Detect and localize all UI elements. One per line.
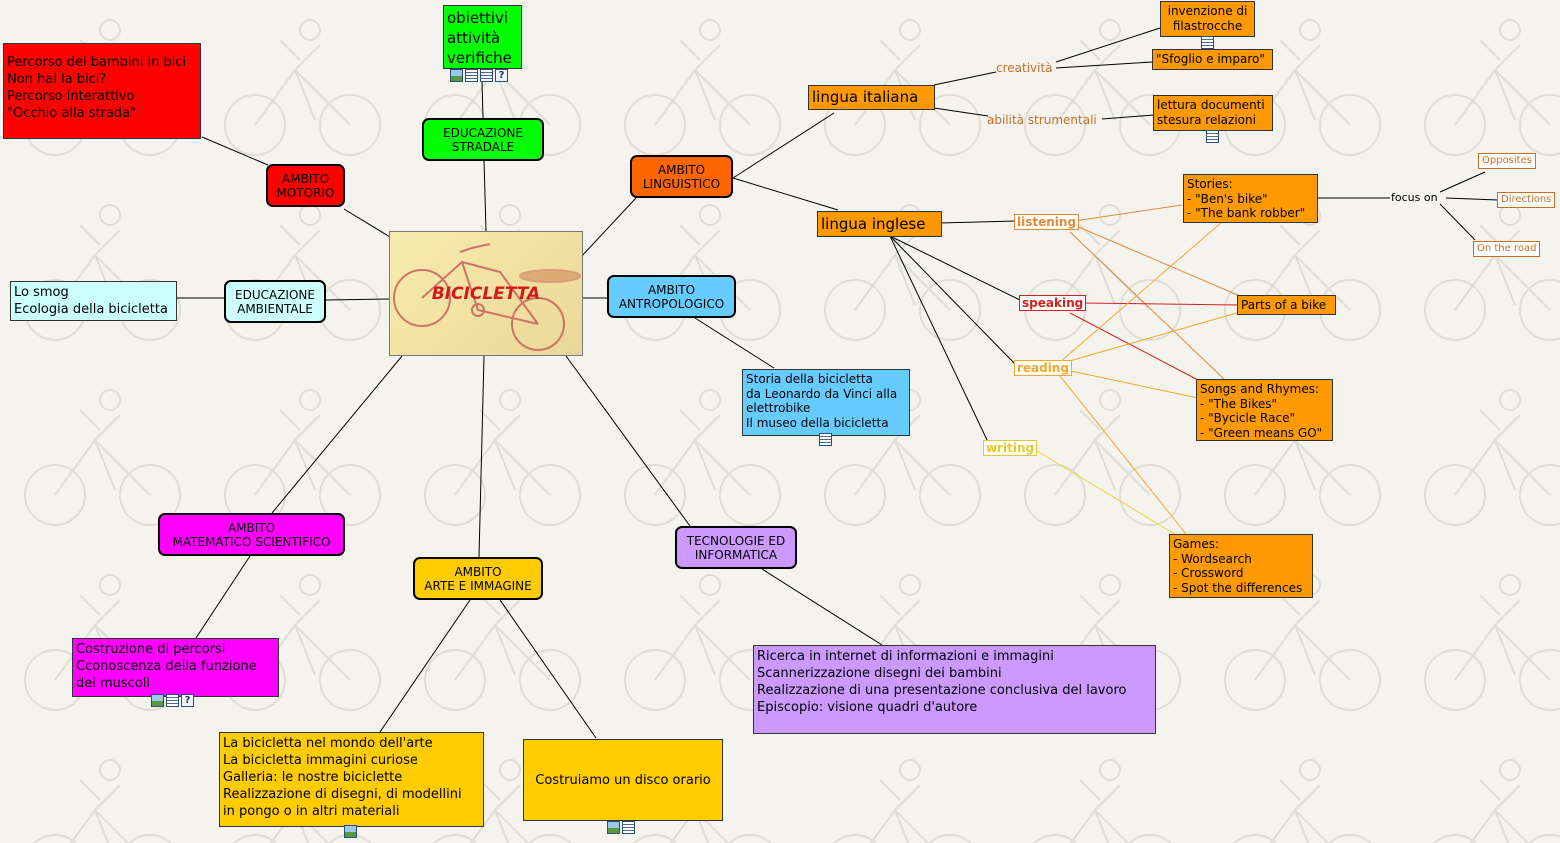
- label-abilita-strumentali[interactable]: abilità strumentali: [987, 113, 1097, 127]
- branch-ambito-antropologico[interactable]: AMBITO ANTROPOLOGICO: [607, 275, 736, 318]
- central-topic-bicicletta[interactable]: BICICLETTA: [389, 231, 583, 356]
- document-icon[interactable]: [819, 433, 832, 446]
- image-icon[interactable]: [151, 694, 164, 707]
- tag-writing[interactable]: writing: [983, 440, 1038, 456]
- tag-reading[interactable]: reading: [1014, 360, 1072, 376]
- lettura-attachments: [1206, 130, 1219, 143]
- tag-listening[interactable]: listening: [1014, 214, 1080, 230]
- label-focus-on[interactable]: focus on: [1391, 191, 1438, 204]
- node-parts-of-a-bike[interactable]: Parts of a bike: [1237, 295, 1336, 315]
- branch-ambito-arte-immagine[interactable]: AMBITO ARTE E IMMAGINE: [413, 557, 543, 600]
- branch-ambito-matematico-scientifico[interactable]: AMBITO MATEMATICO SCIENTIFICO: [158, 513, 345, 556]
- node-lingua-inglese[interactable]: lingua inglese: [817, 211, 942, 237]
- node-invenzione-filastrocche[interactable]: invenzione di filastrocche: [1160, 1, 1255, 37]
- branch-ambito-linguistico[interactable]: AMBITO LINGUISTICO: [630, 155, 733, 198]
- document-icon[interactable]: [622, 821, 635, 834]
- document-icon[interactable]: [465, 69, 478, 82]
- document-icon[interactable]: [480, 69, 493, 82]
- bicycle-drawing-icon: [393, 243, 581, 351]
- branch-tecnologie-informatica[interactable]: TECNOLOGIE ED INFORMATICA: [675, 526, 797, 569]
- document-icon[interactable]: [1201, 36, 1214, 49]
- image-icon[interactable]: [344, 825, 357, 838]
- tag-on-the-road[interactable]: On the road: [1473, 241, 1541, 257]
- invenzione-attachments: [1201, 36, 1214, 49]
- central-topic-title: BICICLETTA: [431, 284, 541, 304]
- note-tecnologie[interactable]: Ricerca in internet di informazioni e im…: [753, 645, 1156, 734]
- image-icon[interactable]: [607, 821, 620, 834]
- stradale-attachments: ?: [450, 69, 508, 82]
- arte-2-attachments: [607, 821, 635, 834]
- node-stories[interactable]: Stories: - "Ben's bike" - "The bank robb…: [1183, 174, 1318, 223]
- help-icon[interactable]: ?: [181, 694, 194, 707]
- arte-1-attachments: [344, 825, 357, 838]
- note-ambientale[interactable]: Lo smog Ecologia della bicicletta: [10, 281, 177, 321]
- note-antropologico[interactable]: Storia della bicicletta da Leonardo da V…: [742, 369, 910, 436]
- document-icon[interactable]: [166, 694, 179, 707]
- antropologico-attachments: [819, 433, 832, 446]
- node-songs-and-rhymes[interactable]: Songs and Rhymes: - "The Bikes" - "Bycic…: [1196, 379, 1333, 441]
- help-icon[interactable]: ?: [495, 69, 508, 82]
- branch-educazione-stradale[interactable]: EDUCAZIONE STRADALE: [422, 118, 544, 161]
- node-lettura-documenti[interactable]: lettura documenti stesura relazioni: [1153, 95, 1273, 131]
- note-matematico[interactable]: Costruzione di percorsi Cconoscenza dell…: [72, 638, 279, 697]
- matematico-attachments: ?: [151, 694, 194, 707]
- note-arte-1[interactable]: La bicicletta nel mondo dell'arte La bic…: [219, 732, 484, 827]
- note-arte-2[interactable]: Costruiamo un disco orario: [523, 739, 723, 821]
- label-creativita[interactable]: creatività: [996, 61, 1053, 75]
- node-games[interactable]: Games: - Wordsearch - Crossword - Spot t…: [1169, 534, 1313, 598]
- branch-educazione-ambientale[interactable]: EDUCAZIONE AMBIENTALE: [224, 280, 326, 323]
- image-icon[interactable]: [450, 69, 463, 82]
- branch-ambito-motorio[interactable]: AMBITO MOTORIO: [266, 164, 345, 207]
- tag-speaking[interactable]: speaking: [1019, 295, 1087, 311]
- tag-opposites[interactable]: Opposites: [1478, 153, 1536, 169]
- note-stradale[interactable]: obiettivi attività verifiche: [443, 5, 522, 69]
- tag-directions[interactable]: Directions: [1497, 192, 1556, 208]
- note-motorio[interactable]: Percorso dei bambini in bici Non hai la …: [3, 43, 201, 139]
- node-sfoglio-e-imparo[interactable]: "Sfoglio e imparo": [1152, 49, 1273, 70]
- document-icon[interactable]: [1206, 130, 1219, 143]
- node-lingua-italiana[interactable]: lingua italiana: [808, 85, 935, 110]
